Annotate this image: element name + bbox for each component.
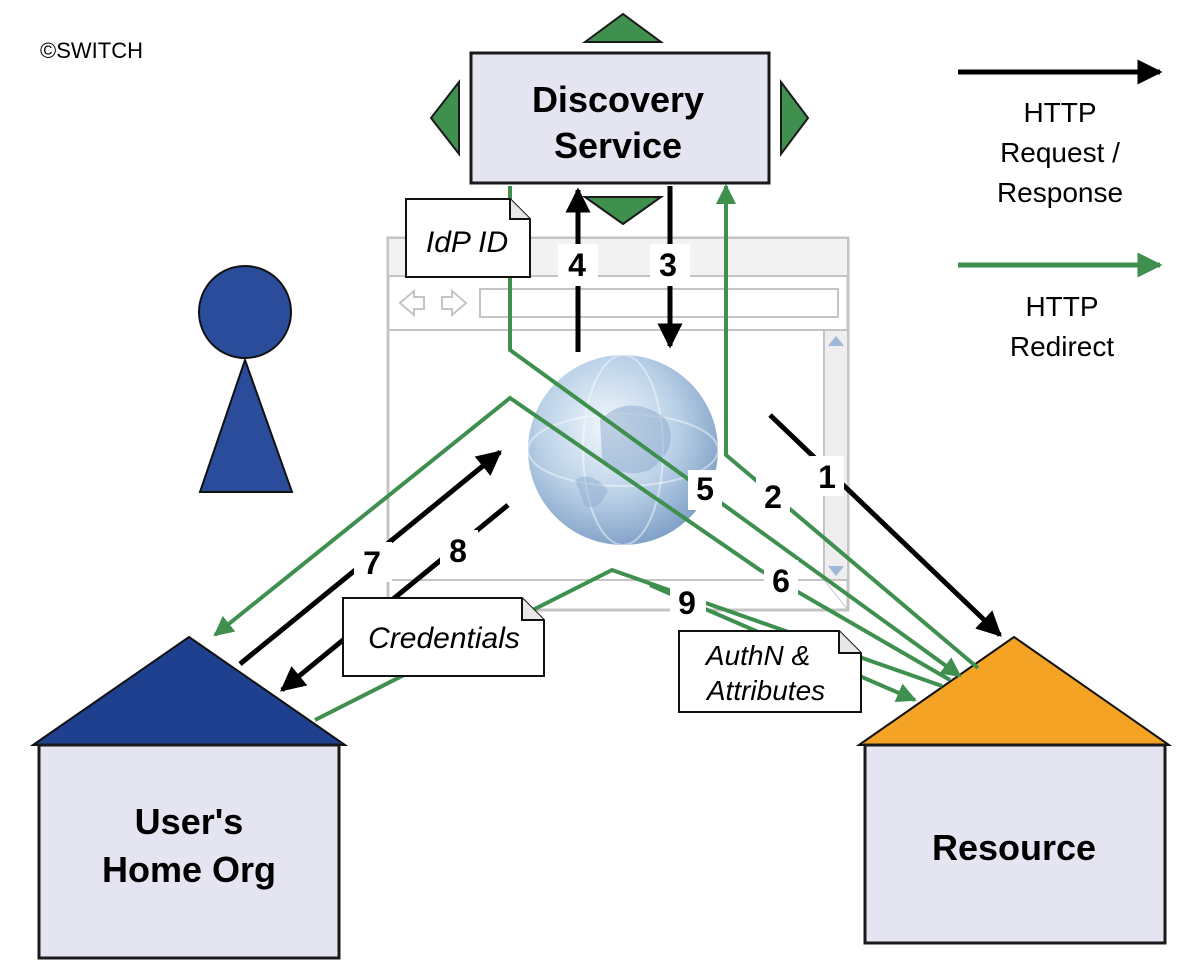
note-authn-attributes: AuthN & Attributes [678, 630, 862, 713]
discovery-line2: Service [554, 125, 682, 166]
resource-house: Resource [855, 635, 1173, 945]
scroll-down-icon [828, 566, 844, 576]
legend-http-line2: Request / [1000, 137, 1120, 168]
step-label-5: 5 [696, 471, 714, 507]
home-org-line2: Home Org [102, 849, 276, 890]
address-bar [479, 288, 839, 318]
step-label-7: 7 [363, 545, 381, 581]
step-label-3: 3 [659, 247, 677, 283]
legend: HTTP Request / Response HTTP Redirect [958, 59, 1163, 362]
legend-redirect-line1: HTTP [1025, 291, 1098, 322]
user-person-icon [198, 265, 294, 493]
request-arrow-1 [768, 413, 1002, 637]
copyright-text: ©SWITCH [40, 38, 143, 63]
note-authn-line1: AuthN & [704, 640, 810, 671]
step-labels: 1 2 3 4 5 6 7 8 9 [354, 244, 844, 624]
redirect-arrow-6 [213, 395, 952, 682]
resource-label: Resource [932, 827, 1096, 868]
redirect-arrow-2 [716, 184, 980, 670]
step-label-8: 8 [449, 533, 467, 569]
discovery-line1: Discovery [532, 79, 704, 120]
step-label-9: 9 [678, 585, 696, 621]
note-credentials-text: Credentials [368, 622, 520, 655]
note-authn-line2: Attributes [705, 675, 825, 706]
discovery-service-box: Discovery Service [469, 51, 771, 185]
step-label-6: 6 [772, 563, 790, 599]
discovery-triangles [429, 12, 810, 226]
legend-http-line3: Response [997, 177, 1123, 208]
scroll-up-icon [828, 336, 844, 346]
note-credentials: Credentials [342, 597, 545, 677]
step-label-1: 1 [818, 459, 836, 495]
home-org-line1: User's [135, 801, 244, 842]
home-org-house: User's Home Org [29, 635, 349, 960]
legend-http-line1: HTTP [1023, 97, 1096, 128]
step-label-2: 2 [764, 479, 782, 515]
note-idp-id-text: IdP ID [426, 226, 508, 259]
step-label-4: 4 [568, 247, 586, 283]
back-forward-icon [398, 288, 468, 318]
legend-redirect-line2: Redirect [1010, 331, 1114, 362]
note-idp-id: IdP ID [405, 198, 531, 278]
